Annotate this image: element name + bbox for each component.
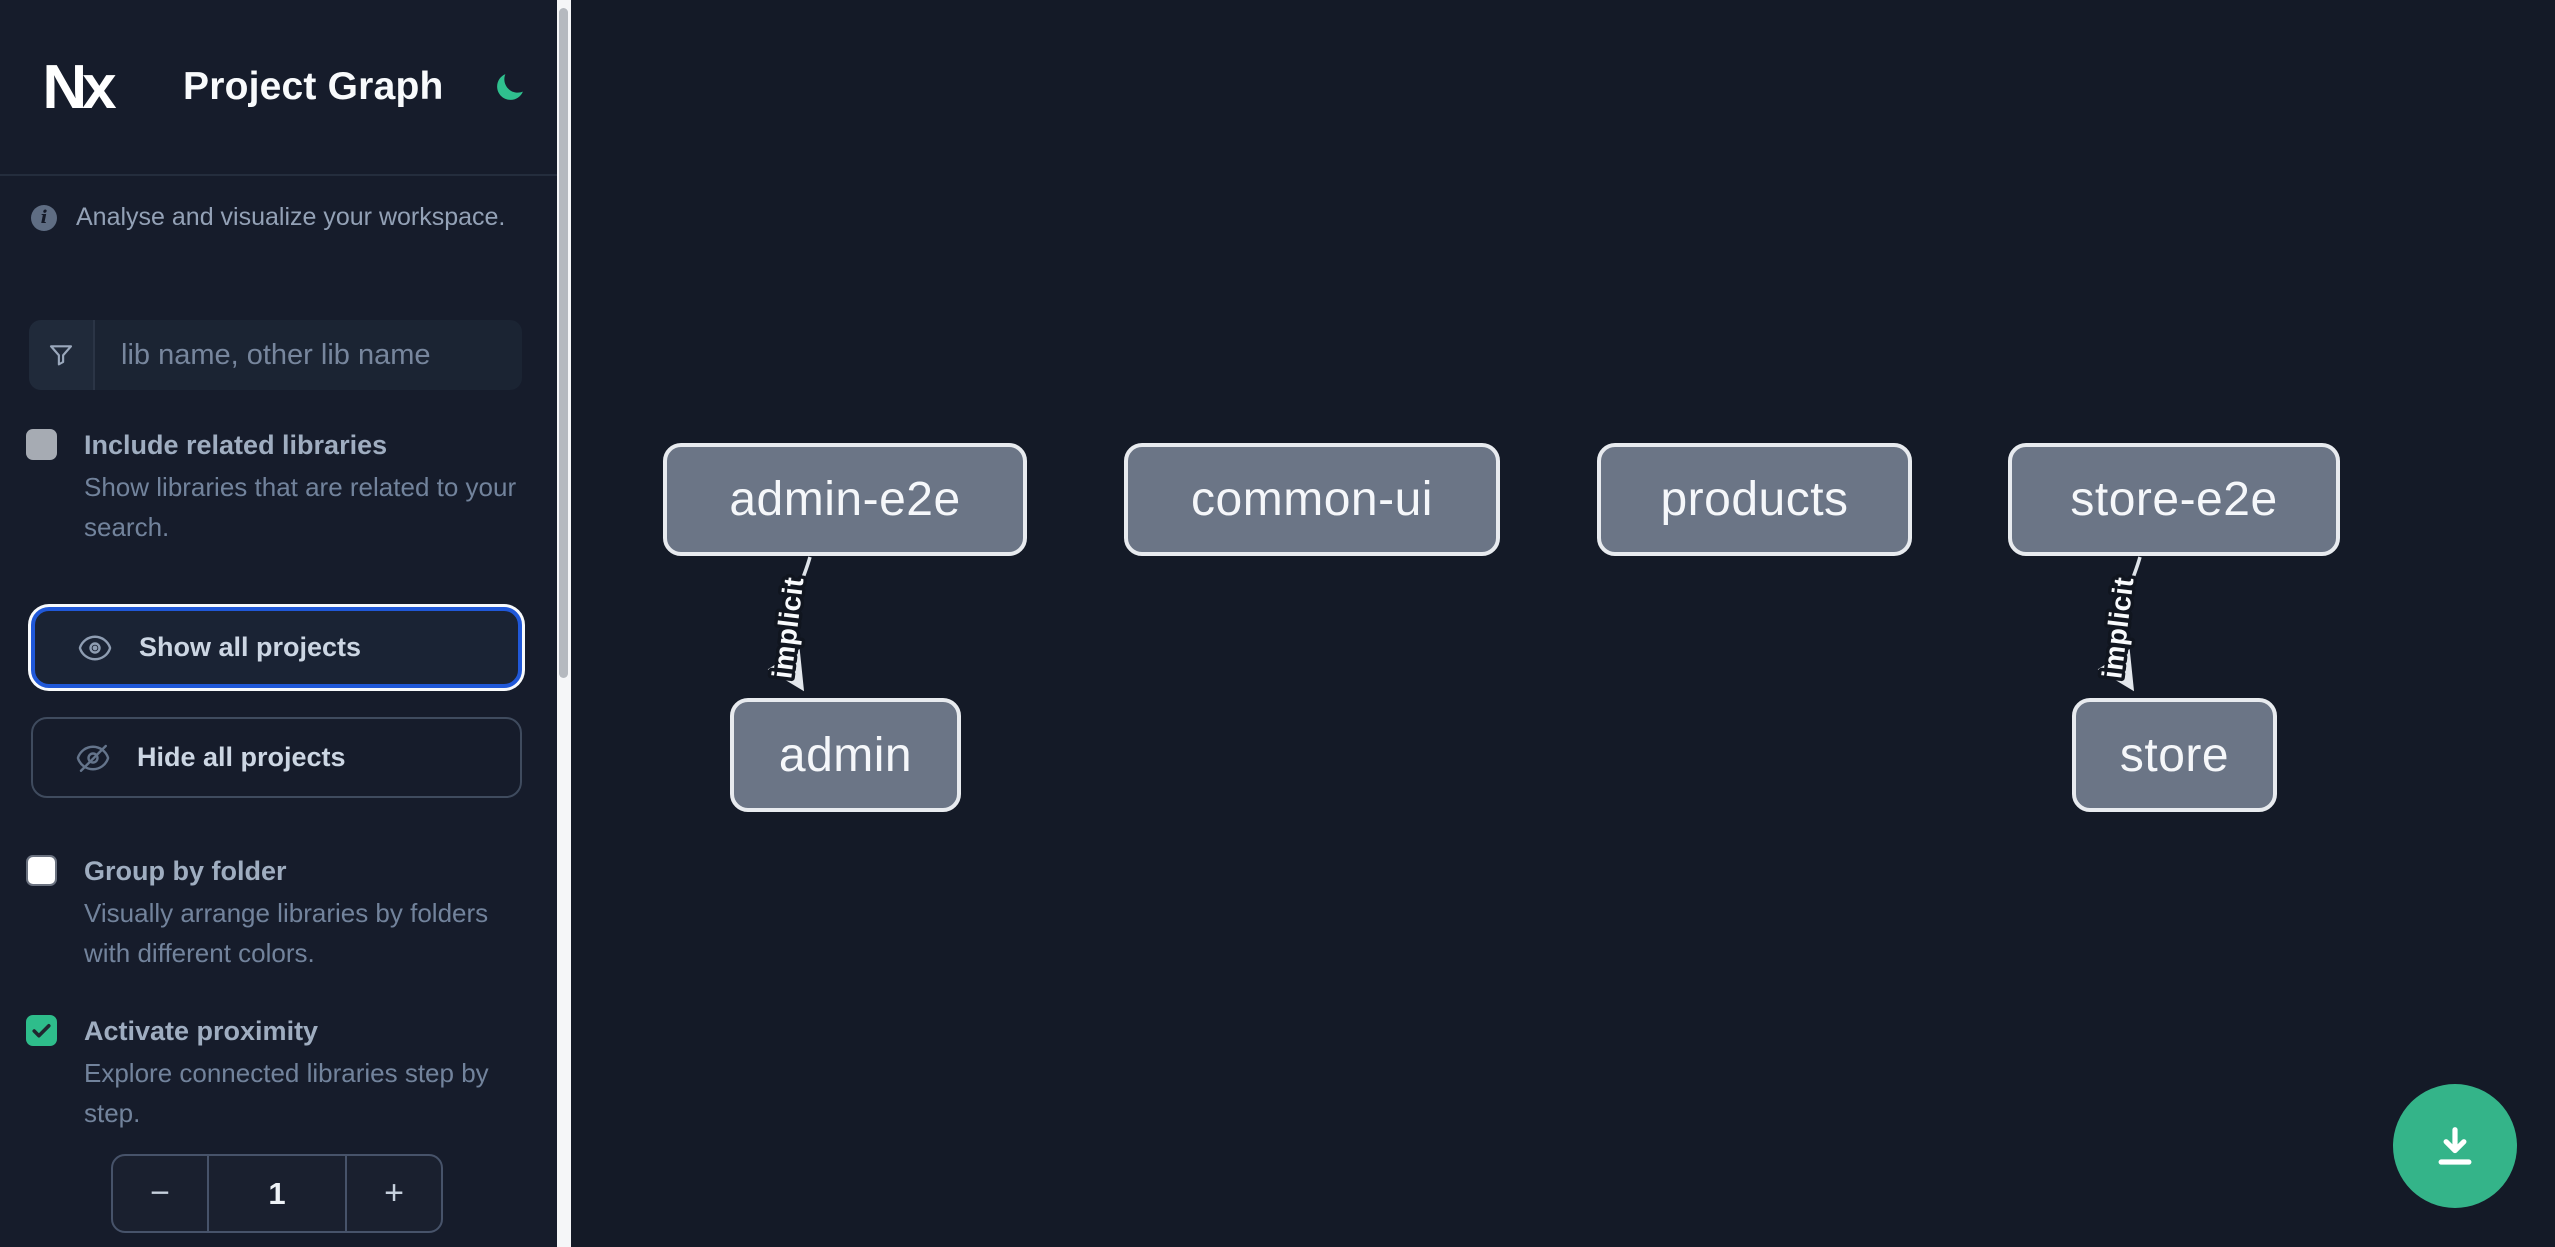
graph-node-admin-e2e[interactable]: admin-e2e: [663, 443, 1027, 556]
download-graph-button[interactable]: [2393, 1084, 2517, 1208]
edge-label-implicit: implicit: [766, 575, 809, 680]
graph-node-common-ui[interactable]: common-ui: [1124, 443, 1500, 556]
page-title: Project Graph: [183, 65, 444, 108]
toggle-label: Group by folder: [84, 856, 287, 886]
toggle-label: Activate proximity: [84, 1016, 319, 1046]
moon-icon: [493, 71, 526, 104]
toggle-group-by-folder: Group by folder Visually arrange librari…: [26, 852, 531, 973]
toggle-label: Include related libraries: [84, 430, 388, 460]
workspace-tagline-row: i Analyse and visualize your workspace.: [31, 203, 531, 232]
checkbox-group-by-folder[interactable]: [26, 855, 57, 886]
nx-logo-icon: Nx: [27, 52, 127, 122]
toggle-description: Visually arrange libraries by folders wi…: [84, 898, 489, 968]
toggle-description: Explore connected libraries step by step…: [84, 1058, 489, 1128]
graph-node-products[interactable]: products: [1597, 443, 1912, 556]
search-input[interactable]: [95, 320, 522, 390]
search-filter: [29, 320, 522, 390]
toggle-include-related-libraries: Include related libraries Show libraries…: [26, 426, 531, 547]
graph-node-store[interactable]: store: [2072, 698, 2277, 812]
graph-edges-layer: implicit implicit: [763, 556, 2143, 692]
proximity-depth-value: 1: [207, 1156, 347, 1231]
edge-label-implicit: implicit: [2096, 575, 2139, 680]
toggle-description: Show libraries that are related to your …: [84, 472, 517, 542]
show-all-projects-label: Show all projects: [139, 632, 362, 662]
graph-node-store-e2e[interactable]: store-e2e: [2008, 443, 2340, 556]
show-all-projects-button[interactable]: Show all projects: [31, 607, 522, 688]
theme-toggle-button[interactable]: [490, 67, 530, 107]
filter-funnel-icon: [29, 320, 95, 390]
hide-all-projects-label: Hide all projects: [137, 742, 346, 772]
download-icon: [2429, 1120, 2481, 1172]
hide-all-projects-button[interactable]: Hide all projects: [31, 717, 522, 798]
eye-icon: [77, 630, 113, 666]
proximity-depth-stepper: − 1 +: [111, 1154, 443, 1233]
graph-node-admin[interactable]: admin: [730, 698, 961, 812]
info-glyph: i: [40, 207, 48, 228]
edge-admin-e2e-to-admin[interactable]: [767, 556, 812, 692]
checkbox-activate-proximity[interactable]: [26, 1015, 57, 1046]
increment-button[interactable]: +: [347, 1156, 441, 1231]
toggle-activate-proximity: Activate proximity Explore connected lib…: [26, 1012, 531, 1133]
decrement-button[interactable]: −: [113, 1156, 207, 1231]
workspace-tagline: Analyse and visualize your workspace.: [76, 203, 506, 231]
sidebar-header: Nx Project Graph: [0, 0, 557, 176]
eye-slash-icon: [75, 740, 111, 776]
sidebar-resizer[interactable]: [557, 0, 571, 1247]
scrollbar-thumb[interactable]: [559, 8, 568, 678]
edge-store-e2e-to-store[interactable]: [2097, 556, 2142, 692]
checkmark-icon: [29, 1018, 54, 1043]
nx-logo-text: Nx: [42, 52, 116, 122]
graph-canvas[interactable]: implicit implicit admin-e2e common-ui pr…: [571, 0, 2555, 1247]
checkbox-include-related-libraries[interactable]: [26, 429, 57, 460]
sidebar: Nx Project Graph i Analyse and visualize…: [0, 0, 557, 1247]
info-icon: i: [31, 204, 57, 231]
